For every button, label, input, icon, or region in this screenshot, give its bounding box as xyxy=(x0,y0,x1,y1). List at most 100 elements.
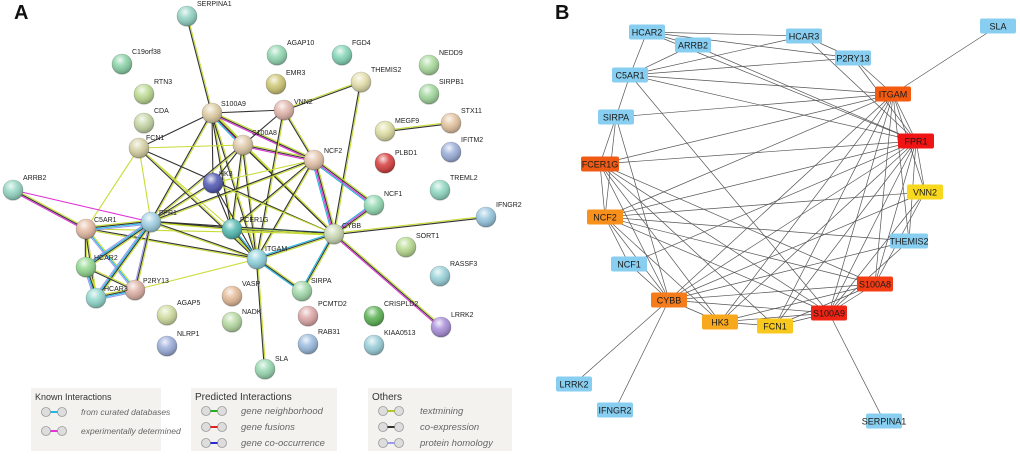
edge-swatch-icon xyxy=(201,438,227,448)
node-highlight xyxy=(298,334,318,354)
protein-node-serpina1[interactable]: SERPINA1 xyxy=(176,1,232,27)
protein-node-fcer1g[interactable]: FCER1G xyxy=(221,217,268,240)
protein-node-vnn2[interactable]: VNN2 xyxy=(273,99,313,121)
protein-node-nlrp1[interactable]: NLRP1 xyxy=(156,331,200,357)
protein-node-agap5[interactable]: AGAP5 xyxy=(156,300,200,326)
protein-node-hcar2[interactable]: HCAR2 xyxy=(75,255,118,278)
protein-node-arrb2[interactable]: ARRB2 xyxy=(2,175,46,201)
protein-node-stx11[interactable]: STX11 xyxy=(440,108,482,134)
protein-node-p2ry13[interactable]: P2RY13 xyxy=(124,278,169,301)
protein-node-sirpb1[interactable]: SIRPB1 xyxy=(418,79,464,105)
hub-node-lrrk2[interactable]: LRRK2 xyxy=(556,376,592,392)
edge-c5ar1-itgam xyxy=(629,74,894,95)
protein-node-nedd9[interactable]: NEDD9 xyxy=(418,50,463,76)
edge-s100a9-serpina1 xyxy=(828,312,885,422)
protein-node-pcmtd2[interactable]: PCMTD2 xyxy=(297,301,347,327)
legend-item-curated-databases: from curated databases xyxy=(41,405,170,419)
protein-node-fgd4[interactable]: FGD4 xyxy=(331,40,371,66)
node-highlight xyxy=(441,142,461,162)
hub-node-p2ry13[interactable]: P2RY13 xyxy=(835,50,871,66)
node-label: P2RY13 xyxy=(836,54,869,64)
protein-node-s100a9[interactable]: S100A9 xyxy=(201,101,246,124)
protein-node-ncf2[interactable]: NCF2 xyxy=(303,148,342,171)
edge-line-db xyxy=(85,221,151,267)
hub-node-arrb2[interactable]: ARRB2 xyxy=(675,37,711,53)
node-label: FCER1G xyxy=(582,160,619,170)
node-box xyxy=(786,28,822,44)
hub-node-serpina1[interactable]: SERPINA1 xyxy=(862,413,907,429)
edge-line-tm xyxy=(97,222,154,300)
hub-node-ncf2[interactable]: NCF2 xyxy=(587,209,623,225)
node-highlight xyxy=(298,306,318,326)
edge-line-exp xyxy=(312,160,334,235)
hub-node-fpr1[interactable]: FPR1 xyxy=(898,133,934,149)
edge-line-co xyxy=(12,189,87,230)
protein-node-vasp[interactable]: VASP xyxy=(221,281,260,307)
edge-line-co xyxy=(255,109,284,259)
hub-node-s100a8[interactable]: S100A8 xyxy=(857,276,893,292)
node-highlight xyxy=(141,212,161,232)
protein-node-rtn3[interactable]: RTN3 xyxy=(133,79,172,105)
hub-node-s100a9[interactable]: S100A9 xyxy=(811,305,847,321)
protein-node-ncf1[interactable]: NCF1 xyxy=(363,191,402,216)
protein-node-hcar3[interactable]: HCAR3 xyxy=(85,286,128,309)
protein-node-cybb[interactable]: CYBB xyxy=(323,223,361,245)
protein-node-plbd1[interactable]: PLBD1 xyxy=(374,150,417,174)
edge-sirpa-fcer1g xyxy=(599,116,617,165)
edge-fpr1-fcer1g xyxy=(599,140,917,165)
protein-node-c5ar1[interactable]: C5AR1 xyxy=(75,217,117,240)
protein-node-sort1[interactable]: SORT1 xyxy=(395,233,439,258)
hub-node-hcar3[interactable]: HCAR3 xyxy=(786,28,822,44)
protein-node-rassf3[interactable]: RASSF3 xyxy=(429,261,477,287)
protein-node-lrrk2[interactable]: LRRK2 xyxy=(430,312,474,338)
node-highlight xyxy=(76,257,96,277)
hub-node-fcn1[interactable]: FCN1 xyxy=(757,318,793,334)
protein-node-s100a8[interactable]: S100A8 xyxy=(232,130,277,156)
edge-itgam-hk3 xyxy=(719,93,894,323)
node-box xyxy=(702,314,738,330)
node-label: SLA xyxy=(989,22,1006,32)
protein-node-themis2[interactable]: THEMIS2 xyxy=(350,67,401,93)
hub-node-themis2[interactable]: THEMIS2 xyxy=(889,233,929,249)
protein-node-rab31[interactable]: RAB31 xyxy=(297,329,340,355)
edge-serpina1-s100a9 xyxy=(185,15,214,114)
hub-node-sirpa[interactable]: SIRPA xyxy=(598,109,634,125)
protein-node-hk3[interactable]: HK3 xyxy=(202,171,233,194)
protein-node-agap10[interactable]: AGAP10 xyxy=(266,40,314,66)
hub-node-fcer1g[interactable]: FCER1G xyxy=(581,156,619,172)
protein-node-nadk[interactable]: NADK xyxy=(221,309,262,333)
protein-node-ifitm2[interactable]: IFITM2 xyxy=(440,137,483,163)
node-label: IFNGR2 xyxy=(496,202,522,209)
hub-node-hcar2[interactable]: HCAR2 xyxy=(629,24,665,40)
protein-node-ifngr2[interactable]: IFNGR2 xyxy=(475,202,522,228)
hub-node-ifngr2[interactable]: IFNGR2 xyxy=(597,402,633,418)
legend-item-textmining: textmining xyxy=(378,404,463,418)
hub-node-ncf1[interactable]: NCF1 xyxy=(611,256,647,272)
protein-node-emr3[interactable]: EMR3 xyxy=(265,70,306,95)
edge-line-co xyxy=(151,220,258,259)
edge-line-co xyxy=(138,147,335,235)
hub-node-cybb[interactable]: CYBB xyxy=(651,292,687,308)
hub-node-sla[interactable]: SLA xyxy=(980,18,1016,34)
protein-node-itgam[interactable]: ITGAM xyxy=(246,246,287,270)
protein-node-megf9[interactable]: MEGF9 xyxy=(374,118,419,142)
protein-node-sirpa[interactable]: SIRPA xyxy=(291,278,332,302)
protein-node-kiaa0513[interactable]: KIAA0513 xyxy=(363,330,416,356)
protein-node-c19orf38[interactable]: C19orf38 xyxy=(111,49,161,75)
protein-node-sla[interactable]: SLA xyxy=(254,356,289,380)
hub-node-hk3[interactable]: HK3 xyxy=(702,314,738,330)
edge-arrb2-c5ar1 xyxy=(12,188,87,231)
hub-node-vnn2[interactable]: VNN2 xyxy=(907,184,943,200)
protein-node-fpr1[interactable]: FPR1 xyxy=(140,210,177,233)
protein-node-fcn1[interactable]: FCN1 xyxy=(128,135,164,159)
protein-node-crispld2[interactable]: CRISPLD2 xyxy=(363,301,418,327)
node-label: VNN2 xyxy=(294,99,313,106)
legend-label: co-expression xyxy=(420,421,480,433)
protein-node-treml2[interactable]: TREML2 xyxy=(429,175,478,201)
hub-node-itgam[interactable]: ITGAM xyxy=(875,86,911,102)
edge-s100a9-fcn1 xyxy=(138,112,213,149)
protein-node-cda[interactable]: CDA xyxy=(133,108,169,134)
hub-node-c5ar1[interactable]: C5AR1 xyxy=(612,67,648,83)
legend-predicted-interactions: Predicted Interactions gene neighborhood… xyxy=(191,388,337,451)
edge-ncf2-cybb xyxy=(311,159,337,235)
